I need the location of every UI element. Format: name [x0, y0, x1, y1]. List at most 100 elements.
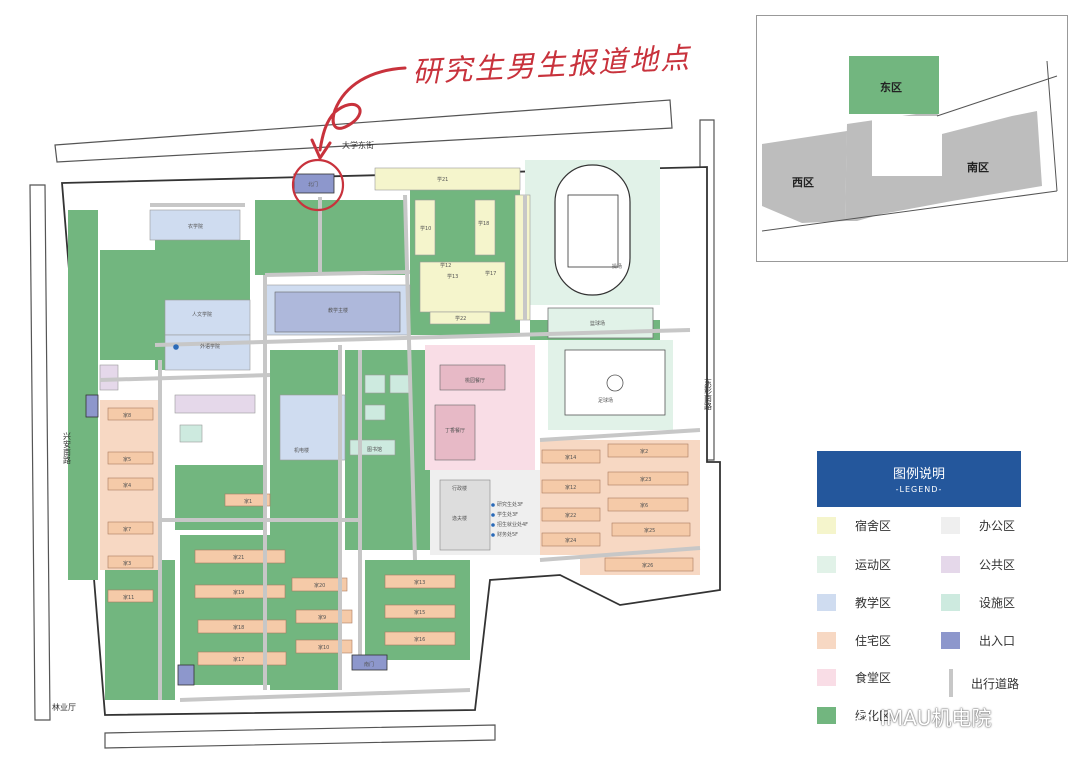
streets: [29, 99, 715, 749]
legend-header: 图例说明 -LEGEND-: [817, 451, 1021, 507]
legend-label: 办公区: [979, 519, 1016, 533]
lbl-res-4: 家4: [123, 482, 131, 489]
lbl-res-24: 家24: [565, 537, 576, 544]
street-southwest: 林业厅: [52, 702, 76, 712]
lbl-office-bldg: 机电楼: [294, 447, 309, 454]
west-gate: [85, 394, 99, 418]
legend-title: 图例说明: [892, 467, 945, 482]
legend-swatch: [941, 556, 960, 573]
arrow-head: [310, 138, 332, 160]
lbl-res-18: 家18: [233, 624, 244, 631]
legend-subtitle: -LEGEND-: [895, 485, 943, 494]
lbl-dorm-22: 学22: [455, 315, 466, 322]
legend-swatch: [817, 517, 836, 534]
legend-label: 出入口: [979, 634, 1016, 648]
lbl-res-2: 家2: [640, 448, 648, 455]
legend-swatch: [949, 669, 953, 697]
inset-lbl-south: 南区: [967, 160, 989, 174]
lbl-res-6: 家6: [640, 502, 648, 509]
legend-item: 设施区: [941, 594, 1015, 611]
legend: 图例说明 -LEGEND- 宿舍区 办公区运动区 公共区教学区 设施区住宅区 出入口食堂…: [817, 451, 1021, 724]
lbl-report-office: 研究生处3F: [497, 501, 523, 508]
lbl-res-8: 家8: [123, 412, 131, 419]
legend-swatch: [817, 556, 836, 573]
lbl-north-gate: 北门: [308, 181, 318, 188]
lbl-res-7: 家7: [123, 526, 131, 533]
legend-swatch: [817, 632, 836, 649]
annotation-arrow: [318, 66, 407, 152]
lbl-res-26: 家26: [642, 562, 653, 569]
residential-blocks: [107, 407, 694, 666]
lbl-dorm-17: 学17: [485, 270, 496, 277]
inset-lbl-west: 西区: [792, 176, 814, 189]
inset-roads: [761, 60, 1058, 232]
report-markers: [173, 344, 495, 537]
street-west: 兴安南路: [63, 432, 72, 464]
lbl-dorm-13: 学13: [447, 273, 458, 280]
inset-south-void: [872, 116, 942, 176]
lbl-res-15: 家15: [414, 609, 425, 616]
legend-label: 食堂区: [855, 671, 892, 685]
inset-east-zone: [849, 56, 939, 114]
lbl-north-hall: 农学院: [188, 223, 203, 230]
lbl-res-9: 家9: [318, 614, 326, 621]
lbl-res-17: 家17: [233, 656, 244, 663]
lbl-football: 足球场: [598, 397, 613, 404]
wechat-icon: [848, 706, 874, 727]
lbl-admin: 行政楼: [452, 485, 467, 492]
legend-item: 出行道路: [941, 669, 1019, 697]
lbl-res-5: 家5: [123, 456, 131, 463]
legend-swatch: [817, 707, 836, 724]
lbl-res-22: 家22: [565, 512, 576, 519]
running-track: [554, 164, 631, 296]
lbl-library: 图书馆: [367, 446, 382, 453]
legend-item: 食堂区: [817, 669, 891, 686]
legend-label: 宿舍区: [855, 519, 892, 533]
lbl-res-16: 家16: [414, 636, 425, 643]
center-circle: [606, 374, 624, 392]
southwest-gate: [177, 664, 195, 686]
lbl-res-19: 家19: [233, 589, 244, 596]
lbl-report-floor3: 财务处5F: [497, 531, 518, 538]
lbl-report-floor2: 招生就业处4F: [497, 521, 528, 528]
watermark: IMAU机电院: [848, 702, 991, 731]
lbl-res-10: 家10: [318, 644, 329, 651]
legend-item: 运动区: [817, 556, 891, 573]
highlight-circle: [291, 158, 345, 212]
legend-item: 住宅区: [817, 632, 891, 649]
legend-item: 出入口: [941, 632, 1015, 649]
lbl-basketball: 篮球场: [590, 320, 605, 327]
street-north: 大学东街: [342, 140, 374, 150]
legend-swatch: [941, 632, 960, 649]
lbl-res-14: 家14: [565, 454, 576, 461]
legend-swatch: [817, 669, 836, 686]
map-labels: 北门 南门 学21 学10 学12 学13 学17 学22 学18 操场 篮球场…: [123, 176, 655, 668]
roads: [99, 194, 701, 702]
lbl-info-building: 逸夫楼: [452, 515, 467, 522]
street-east: 东影南路: [704, 377, 713, 410]
lbl-dorm-18: 学18: [478, 220, 489, 227]
canteen-1: [439, 364, 506, 391]
lbl-foreign: 外语学院: [200, 343, 220, 350]
lbl-dorm-21: 学21: [437, 176, 448, 183]
legend-label: 公共区: [979, 558, 1016, 572]
legend-item: 公共区: [941, 556, 1015, 573]
legend-label: 教学区: [855, 596, 892, 610]
lbl-res-25: 家25: [644, 527, 655, 534]
legend-label: 运动区: [855, 558, 892, 572]
lbl-canteen1: 桃园餐厅: [465, 377, 485, 384]
legend-swatch: [941, 594, 960, 611]
legend-label: 设施区: [979, 596, 1016, 610]
office-building: [439, 479, 491, 551]
legend-label: 出行道路: [971, 676, 1020, 691]
canteen-2: [434, 404, 476, 461]
lbl-report-floor1: 学生处3F: [497, 511, 518, 518]
lbl-res-21: 家21: [233, 554, 244, 561]
football-field: [564, 349, 666, 416]
lbl-res-12: 家12: [565, 484, 576, 491]
watermark-text: IMAU机电院: [880, 706, 992, 730]
lbl-humanities: 人文学院: [192, 311, 212, 318]
lbl-res-3: 家3: [123, 560, 131, 567]
legend-item: 教学区: [817, 594, 891, 611]
lbl-teaching-main: 教学主楼: [328, 307, 348, 314]
